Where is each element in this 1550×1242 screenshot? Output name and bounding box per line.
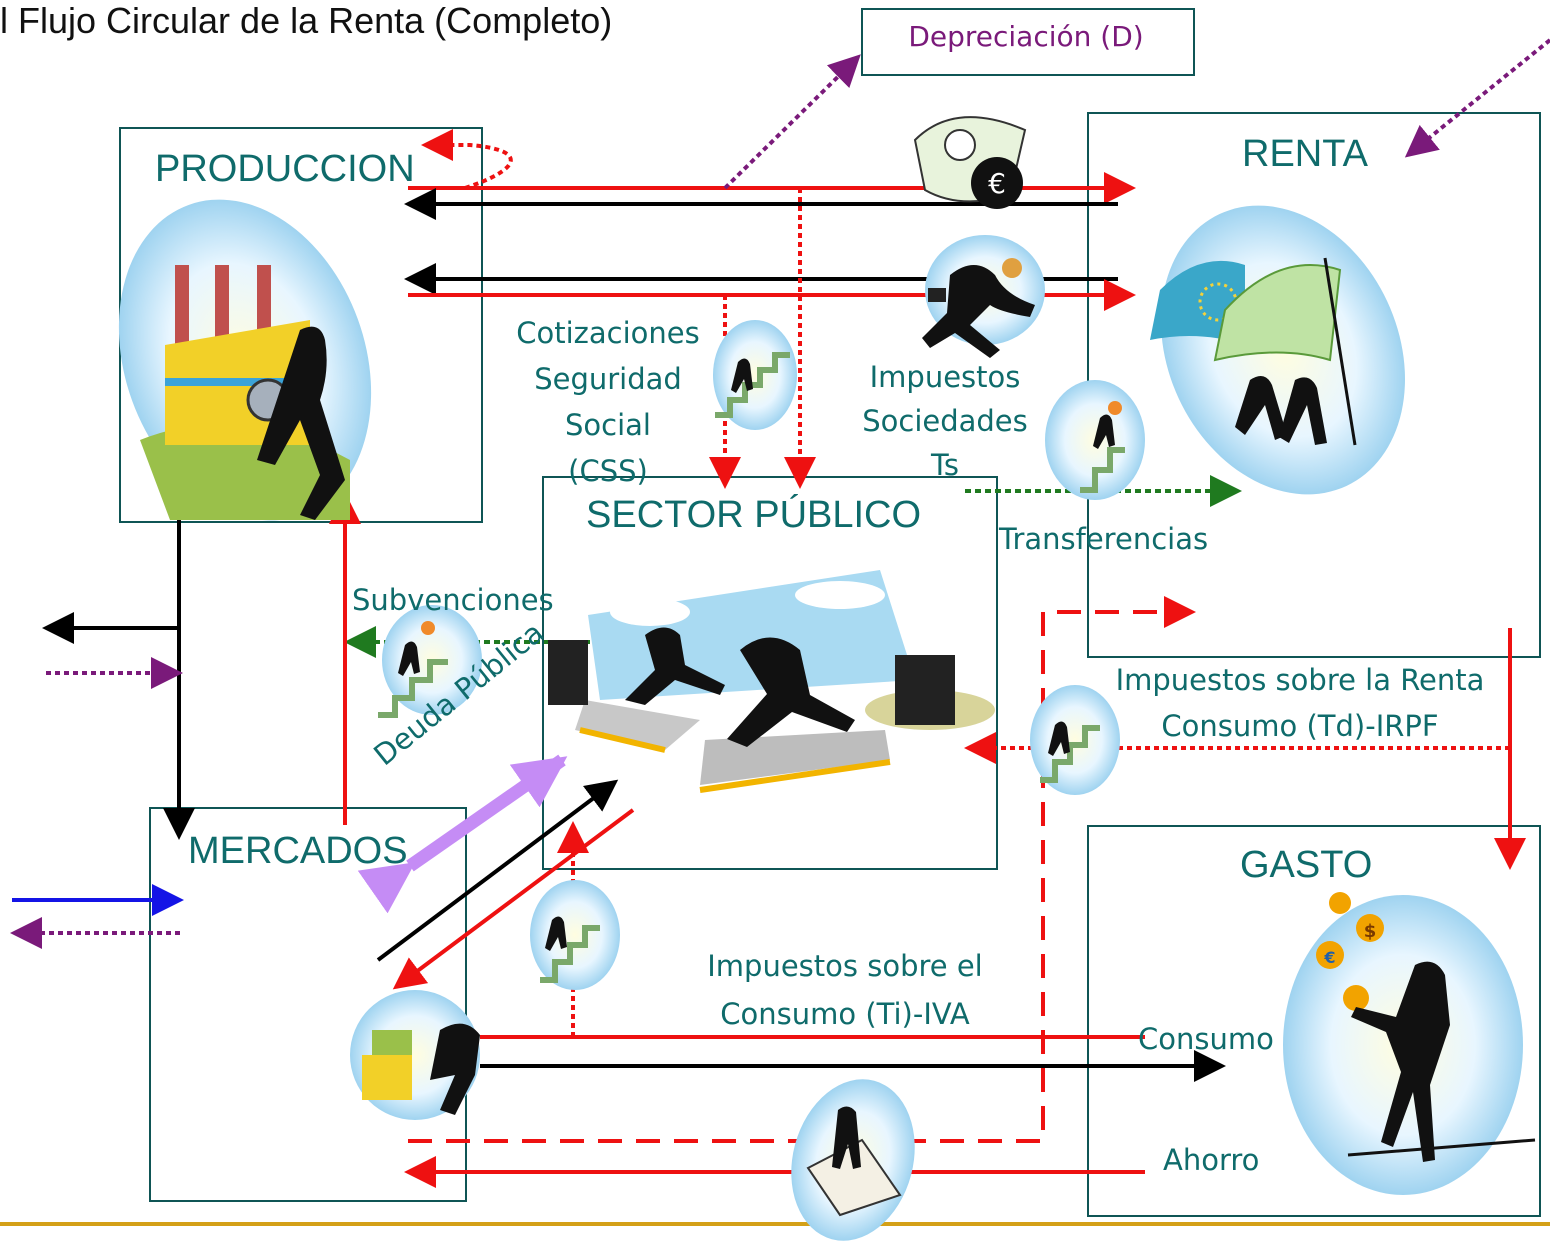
arrow-depreciacion-to-renta xyxy=(1404,38,1550,158)
impuestos-sociedades-label: Impuestos Sociedades Ts xyxy=(845,355,1045,487)
gasto-box xyxy=(1087,825,1541,1217)
renta-label: RENTA xyxy=(1242,133,1368,175)
cotizaciones-line-1: Cotizaciones xyxy=(516,316,700,350)
svg-text:€: € xyxy=(1323,948,1335,967)
money-flag-couple-icon xyxy=(1150,205,1405,495)
depreciation-loop-arrow xyxy=(421,129,513,190)
juggler-coins-icon: $ € xyxy=(1283,892,1536,1195)
stair-climber-icon xyxy=(378,605,482,718)
stair-climber-icon xyxy=(1045,380,1145,500)
impuestos-renta-line-2: Consumo (Td)-IRPF xyxy=(1161,709,1439,743)
stair-climber-icon xyxy=(1030,685,1120,795)
svg-text:€: € xyxy=(988,167,1006,200)
subvenciones-label: Subvenciones xyxy=(352,583,554,617)
envelope-businessman-icon xyxy=(791,1079,915,1241)
consumo-label: Consumo xyxy=(1138,1022,1274,1056)
money-bag-euro-icon: € xyxy=(913,116,1027,209)
impuestos-consumo-label: Impuestos sobre el Consumo (Ti)-IVA xyxy=(690,942,1000,1038)
svg-text:$: $ xyxy=(1364,921,1377,942)
sector-publico-box xyxy=(542,476,998,870)
stair-climber-icon xyxy=(713,320,797,430)
depreciacion-label: Depreciación (D) xyxy=(908,20,1144,53)
mercados-label: MERCADOS xyxy=(188,830,408,872)
impuestos-consumo-line-1: Impuestos sobre el xyxy=(707,949,983,983)
impuestos-sociedades-line-3: Ts xyxy=(930,448,960,482)
gasto-label: GASTO xyxy=(1240,844,1373,886)
mercados-box xyxy=(149,807,467,1202)
cotizaciones-line-4: (CSS) xyxy=(568,454,648,488)
ahorro-label: Ahorro xyxy=(1163,1143,1260,1177)
impuestos-sociedades-line-1: Impuestos xyxy=(869,360,1021,394)
arrow-depreciacion-up xyxy=(723,54,861,190)
businessmen-racing-icon xyxy=(548,570,995,793)
page-title: l Flujo Circular de la Renta (Completo) xyxy=(0,0,613,41)
running-businessman-icon xyxy=(922,235,1045,358)
impuestos-consumo-line-2: Consumo (Ti)-IVA xyxy=(720,997,970,1031)
shopper-icon xyxy=(350,990,480,1120)
arrow-deuda-publica xyxy=(357,754,568,914)
sector-publico-label: SECTOR PÚBLICO xyxy=(586,494,922,536)
cotizaciones-line-3: Social xyxy=(565,408,651,442)
depreciacion-box xyxy=(861,8,1195,76)
arrow-sector-to-mercados xyxy=(392,808,635,990)
impuestos-renta-label: Impuestos sobre la Renta Consumo (Td)-IR… xyxy=(1100,657,1500,749)
stair-climber-icon xyxy=(530,880,620,990)
arrow-mercados-to-sector xyxy=(376,779,619,962)
factory-worker-icon xyxy=(118,199,372,521)
cotizaciones-line-2: Seguridad xyxy=(534,362,682,396)
cotizaciones-label: Cotizaciones Seguridad Social (CSS) xyxy=(500,310,716,494)
impuestos-renta-line-1: Impuestos sobre la Renta xyxy=(1115,663,1485,697)
arrow-dashed-loop xyxy=(408,596,1196,1143)
produccion-label: PRODUCCION xyxy=(155,148,415,190)
impuestos-sociedades-line-2: Sociedades xyxy=(862,404,1028,438)
transferencias-label: Transferencias xyxy=(999,522,1209,556)
